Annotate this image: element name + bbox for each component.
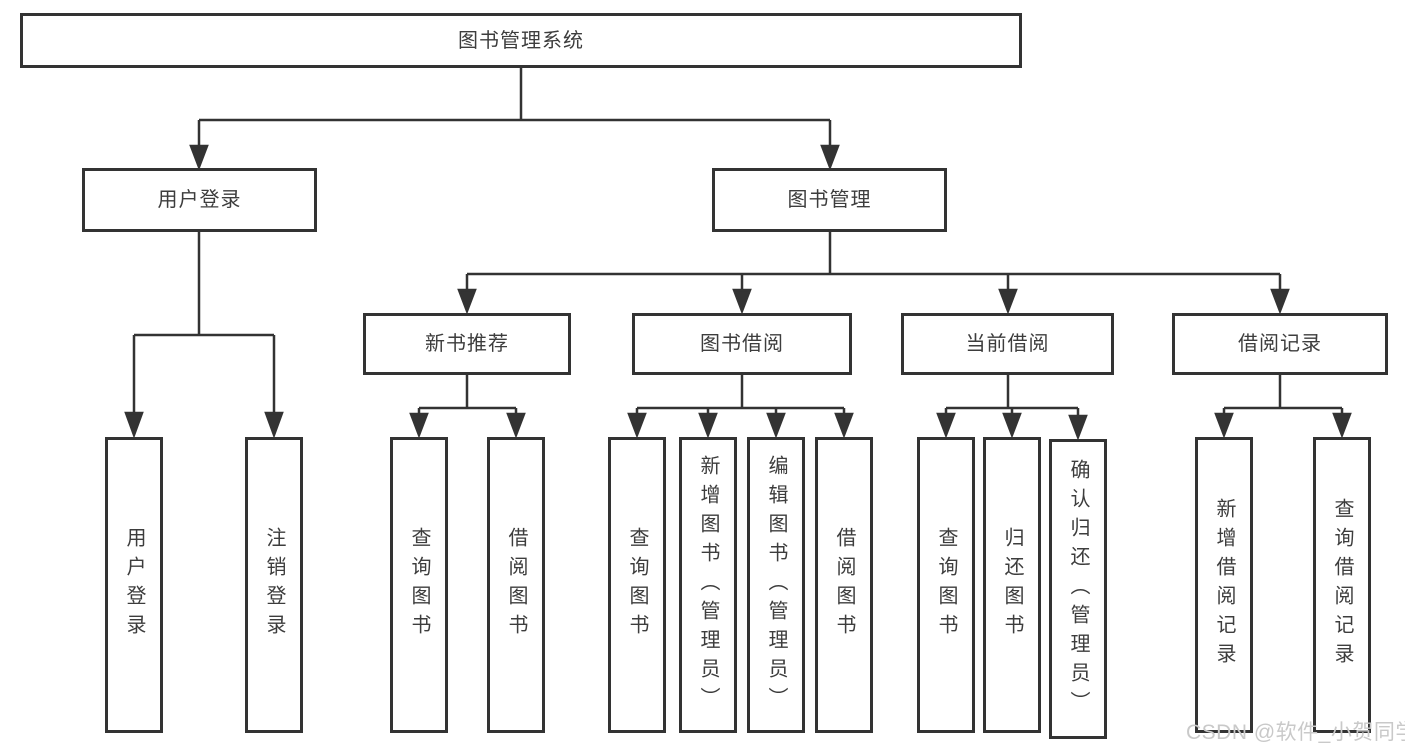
connector-current-children [936, 375, 1088, 441]
connector-records-children [1214, 375, 1352, 439]
leaf-add-borrow-record: 新增借阅记录 [1195, 437, 1253, 733]
connector-book-management-children [457, 232, 1290, 315]
leaf-logout: 注销登录 [245, 437, 303, 733]
node-book-management: 图书管理 [712, 168, 947, 232]
connector-borrowing-children [627, 375, 854, 439]
connector-recommend-children [409, 375, 526, 439]
leaf-user-login: 用户登录 [105, 437, 163, 733]
node-book-management-label: 图书管理 [787, 189, 872, 211]
connector-root-to-level2 [189, 68, 840, 171]
leaf-borrow-books-label: 借阅图书 [833, 527, 855, 643]
leaf-add-books-admin-label: 新增图书（管理员） [697, 454, 719, 716]
node-new-book-recommendation: 新书推荐 [363, 313, 571, 375]
node-user-login-label: 用户登录 [157, 189, 242, 211]
node-borrowing-records: 借阅记录 [1172, 313, 1388, 375]
leaf-borrow-books: 借阅图书 [815, 437, 873, 733]
leaf-query-books-recommend-label: 查询图书 [408, 527, 430, 643]
leaf-query-books-borrow-label: 查询图书 [626, 527, 648, 643]
leaf-query-borrow-record: 查询借阅记录 [1313, 437, 1371, 733]
node-book-borrowing-label: 图书借阅 [700, 333, 784, 355]
leaf-query-books-current-label: 查询图书 [935, 527, 957, 643]
leaf-return-books-label: 归还图书 [1001, 527, 1023, 643]
leaf-edit-books-admin: 编辑图书（管理员） [747, 437, 805, 733]
connector-user-login-children [124, 232, 284, 439]
node-user-login: 用户登录 [82, 168, 317, 232]
node-library-system-label: 图书管理系统 [458, 29, 584, 52]
leaf-add-borrow-record-label: 新增借阅记录 [1213, 498, 1235, 672]
node-library-system: 图书管理系统 [20, 13, 1022, 68]
leaf-query-borrow-record-label: 查询借阅记录 [1331, 498, 1353, 672]
leaf-confirm-return-admin: 确认归还（管理员） [1049, 439, 1107, 739]
node-book-borrowing: 图书借阅 [632, 313, 852, 375]
node-current-borrowing-label: 当前借阅 [965, 333, 1050, 355]
node-borrowing-records-label: 借阅记录 [1238, 333, 1322, 355]
leaf-user-login-label: 用户登录 [123, 527, 145, 643]
leaf-query-books-borrow: 查询图书 [608, 437, 666, 733]
leaf-return-books: 归还图书 [983, 437, 1041, 733]
leaf-confirm-return-admin-label: 确认归还（管理员） [1067, 458, 1089, 720]
leaf-query-books-current: 查询图书 [917, 437, 975, 733]
leaf-logout-label: 注销登录 [263, 527, 285, 643]
node-new-book-recommendation-label: 新书推荐 [425, 333, 509, 355]
node-current-borrowing: 当前借阅 [901, 313, 1114, 375]
csdn-watermark: CSDN @软件_小贺同学 [1186, 721, 1405, 744]
leaf-add-books-admin: 新增图书（管理员） [679, 437, 737, 733]
leaf-borrow-books-recommend: 借阅图书 [487, 437, 545, 733]
leaf-borrow-books-recommend-label: 借阅图书 [505, 527, 527, 643]
leaf-edit-books-admin-label: 编辑图书（管理员） [765, 454, 787, 716]
leaf-query-books-recommend: 查询图书 [390, 437, 448, 733]
